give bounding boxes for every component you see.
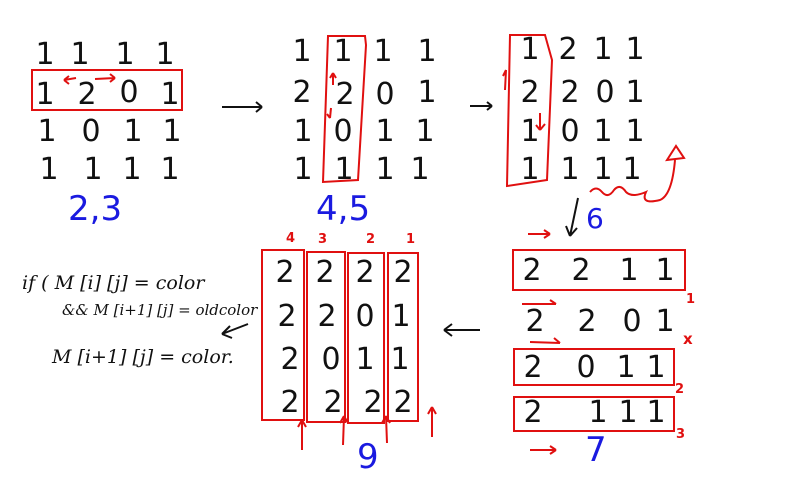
step-label: 2,3 bbox=[68, 189, 123, 229]
cell: 1 bbox=[391, 299, 411, 334]
cell: 1 bbox=[293, 114, 313, 149]
cell: 1 bbox=[160, 152, 180, 187]
cell: 2 bbox=[315, 255, 335, 290]
cell: 1 bbox=[625, 75, 645, 110]
cell: 1 bbox=[616, 350, 636, 385]
cell: 2 bbox=[77, 77, 97, 112]
cell: 2 bbox=[355, 255, 375, 290]
cell: 2 bbox=[323, 385, 343, 420]
cell: 1 bbox=[520, 152, 540, 187]
cell: 2 bbox=[560, 75, 580, 110]
cell: 1 bbox=[122, 152, 142, 187]
cell: 1 bbox=[593, 152, 613, 187]
cell: 1 bbox=[415, 114, 435, 149]
cell: 1 bbox=[334, 152, 354, 187]
cell: 2 bbox=[277, 299, 297, 334]
cell: 2 bbox=[525, 304, 545, 339]
cell: 2 bbox=[317, 299, 337, 334]
cell: 1 bbox=[83, 152, 103, 187]
cell: 1 bbox=[123, 114, 143, 149]
cell: 1 bbox=[162, 114, 182, 149]
cell: 0 bbox=[355, 299, 375, 334]
column-mark: 3 bbox=[318, 232, 328, 247]
cell: 0 bbox=[595, 75, 615, 110]
cell: 1 bbox=[39, 152, 59, 187]
row-mark: x bbox=[683, 330, 693, 348]
row-mark: 1 bbox=[686, 292, 696, 307]
cell: 1 bbox=[160, 77, 180, 112]
cell: 1 bbox=[588, 395, 608, 430]
cell: 1 bbox=[155, 37, 175, 72]
cell: 2 bbox=[558, 32, 578, 67]
cell: 1 bbox=[520, 32, 540, 67]
cell: 2 bbox=[571, 253, 591, 288]
cell: 1 bbox=[625, 114, 645, 149]
step-label: 9 bbox=[357, 437, 379, 477]
cell: 1 bbox=[35, 37, 55, 72]
cell: 2 bbox=[393, 385, 413, 420]
cell: 2 bbox=[292, 75, 312, 110]
cell: 1 bbox=[35, 77, 55, 112]
cell: 2 bbox=[523, 350, 543, 385]
code-line-2: && M [i+1] [j] = oldcolor bbox=[62, 301, 258, 319]
cell: 1 bbox=[37, 114, 57, 149]
cell: 1 bbox=[292, 34, 312, 69]
cell: 1 bbox=[373, 34, 393, 69]
cell: 2 bbox=[522, 253, 542, 288]
cell: 1 bbox=[655, 253, 675, 288]
column-mark: 1 bbox=[406, 232, 416, 247]
cell: 0 bbox=[622, 304, 642, 339]
cell: 2 bbox=[280, 342, 300, 377]
column-mark: 2 bbox=[366, 232, 376, 247]
cell: 2 bbox=[523, 395, 543, 430]
cell: 1 bbox=[410, 152, 430, 187]
cell: 2 bbox=[275, 255, 295, 290]
row-mark: 2 bbox=[675, 382, 685, 397]
cell: 1 bbox=[293, 152, 313, 187]
code-line-1: if ( M [i] [j] = color bbox=[22, 272, 205, 294]
code-line-3: M [i+1] [j] = color. bbox=[52, 346, 234, 368]
cell: 1 bbox=[375, 114, 395, 149]
cell: 2 bbox=[577, 304, 597, 339]
cell: 0 bbox=[560, 114, 580, 149]
cell: 2 bbox=[520, 75, 540, 110]
cell: 1 bbox=[375, 152, 395, 187]
cell: 1 bbox=[625, 32, 645, 67]
cell: 0 bbox=[119, 75, 139, 110]
cell: 1 bbox=[417, 75, 437, 110]
step-label: 6 bbox=[586, 202, 604, 235]
cell: 2 bbox=[363, 385, 383, 420]
cell: 2 bbox=[335, 77, 355, 112]
step-label: 7 bbox=[585, 430, 607, 470]
cell: 1 bbox=[646, 395, 666, 430]
column-mark: 4 bbox=[286, 231, 296, 246]
cell: 1 bbox=[646, 350, 666, 385]
cell: 0 bbox=[576, 350, 596, 385]
cell: 1 bbox=[520, 114, 540, 149]
cell: 1 bbox=[355, 342, 375, 377]
cell: 0 bbox=[333, 114, 353, 149]
cell: 2 bbox=[280, 385, 300, 420]
cell: 1 bbox=[70, 37, 90, 72]
cell: 0 bbox=[375, 77, 395, 112]
cell: 1 bbox=[390, 342, 410, 377]
cell: 0 bbox=[81, 114, 101, 149]
cell: 1 bbox=[593, 114, 613, 149]
cell: 1 bbox=[115, 37, 135, 72]
step-label: 4,5 bbox=[316, 189, 371, 229]
cell: 1 bbox=[333, 34, 353, 69]
cell: 1 bbox=[593, 32, 613, 67]
cell: 2 bbox=[393, 255, 413, 290]
row-mark: 3 bbox=[676, 427, 686, 442]
cell: 0 bbox=[321, 342, 341, 377]
cell: 1 bbox=[618, 395, 638, 430]
cell: 1 bbox=[655, 304, 675, 339]
cell: 1 bbox=[417, 34, 437, 69]
cell: 1 bbox=[622, 152, 642, 187]
cell: 1 bbox=[619, 253, 639, 288]
cell: 1 bbox=[560, 152, 580, 187]
